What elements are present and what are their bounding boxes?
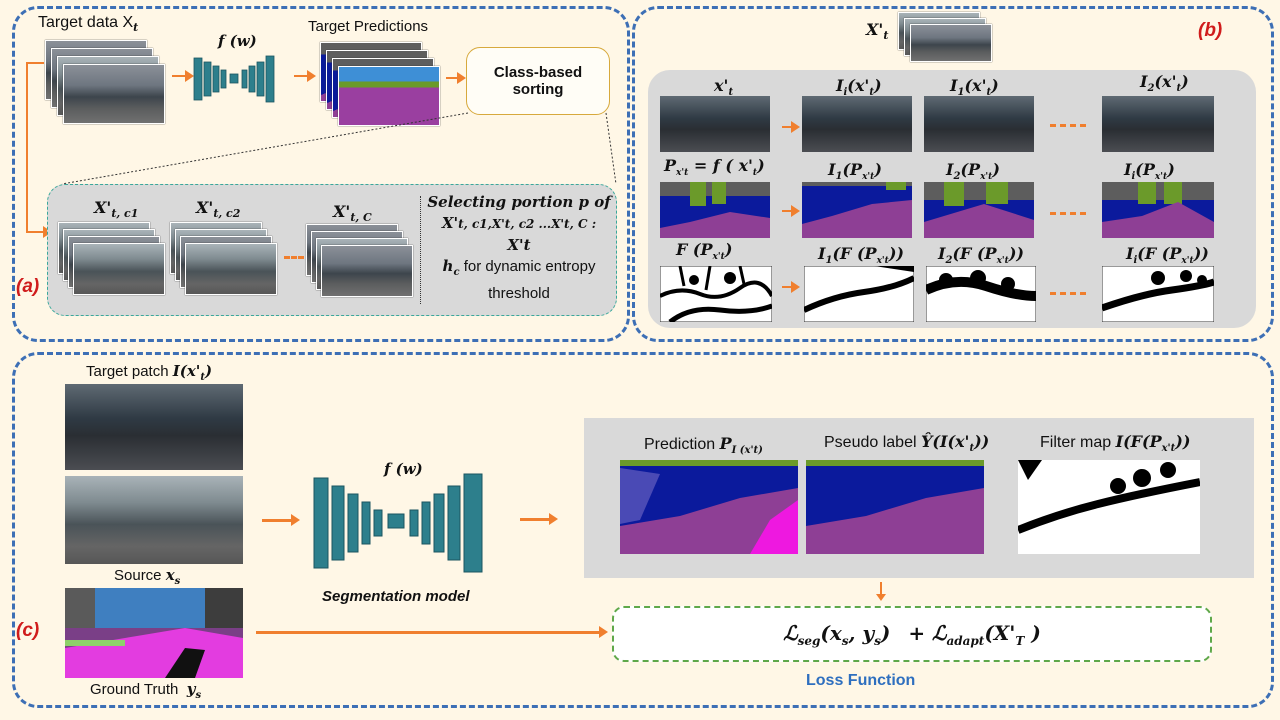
tag-c: (c) [16, 620, 40, 641]
selecting-text: Selecting portion p of X't, c1,X't, c2 .… [427, 193, 611, 302]
target-predictions-label: Target Predictions [308, 18, 429, 35]
arrow-data-to-net [172, 70, 194, 82]
b-r2-label-2: I2(Px't) [946, 160, 1000, 183]
connector-bottom [26, 226, 52, 238]
b-r1-img-2 [924, 96, 1034, 152]
b-r1-img-1 [802, 96, 912, 152]
ground-truth-label: Ground Truth ys [90, 680, 202, 701]
b-top-label: X't [866, 20, 889, 43]
b-r1-label-2: I1(x't) [950, 76, 999, 99]
b-r3-img-3 [1102, 266, 1214, 322]
tag-a: (a) [16, 276, 40, 297]
arrow-net-to-output [520, 513, 558, 525]
network-icon-a [193, 55, 275, 103]
b-r1-label-1: Ii(x't) [836, 76, 882, 99]
target-patch-label: Target patch I(x't) [86, 362, 213, 383]
arrow-gt-to-loss [256, 626, 608, 638]
panel-b [632, 6, 1274, 342]
b-r1-dash [1050, 124, 1086, 127]
arrow-output-to-loss [880, 582, 882, 596]
b-r3-label-0: F (Px't) [676, 240, 733, 263]
prediction-img [620, 460, 798, 554]
b-r3-label-2: I2(F (Px't)) [938, 244, 1024, 267]
b-r3-img-1 [804, 266, 914, 322]
b-r2-dash [1050, 212, 1086, 215]
connector-vertical [26, 62, 28, 232]
source-label: Source xs [114, 566, 181, 587]
source-img [65, 476, 243, 564]
network-icon-c [313, 473, 483, 573]
pseudo-label: Pseudo label Ŷ(I(x't)) [824, 432, 990, 455]
class-sorting-label: Class-based sorting [493, 64, 583, 98]
arrow-pred-to-sort [446, 72, 466, 84]
b-r2-img-2 [924, 182, 1034, 238]
b-r3-label-3: Ii(F (Px't)) [1126, 244, 1209, 267]
b-r3-dash [1050, 292, 1086, 295]
b-r2-arrow [782, 205, 800, 217]
panel-c [12, 352, 1274, 708]
ground-truth-img [65, 588, 243, 678]
loss-function-label: Loss Function [806, 672, 916, 689]
dotted-divider [420, 196, 421, 304]
prediction-label: Prediction PI (x't) [644, 434, 763, 457]
b-r2-label-1: I1(Px't) [828, 160, 882, 183]
connector-top [26, 62, 44, 64]
class-sorting-box: Class-based sorting [466, 47, 610, 115]
b-r2-img-0 [660, 182, 770, 238]
loss-box: ℒseg(xs, ys) + ℒadapt(X'T ) [612, 606, 1212, 662]
b-r3-img-0 [660, 266, 772, 322]
pseudo-label-img [806, 460, 984, 554]
loss-seg-term: ℒseg(xs, ys) [783, 620, 891, 648]
b-r1-img-3 [1102, 96, 1214, 152]
b-r3-img-2 [926, 266, 1036, 322]
class-col-label-2: X't, c2 [196, 198, 241, 221]
arrow-input-to-net [262, 514, 300, 526]
dash-between-classes [284, 256, 304, 259]
zoom-lines [61, 112, 617, 185]
fw-label-c: f (w) [384, 460, 423, 478]
tag-b: (b) [1198, 20, 1223, 41]
b-r3-arrow [782, 281, 800, 293]
b-r3-label-1: I1(F (Px't)) [818, 244, 904, 267]
loss-adapt-term: + ℒadapt(X'T ) [908, 620, 1041, 648]
b-r1-label-0: x't [714, 76, 734, 99]
b-r2-label-3: Ii(Px't) [1124, 160, 1175, 183]
class-col-label-1: X't, c1 [94, 198, 139, 221]
arrow-down-head [876, 594, 886, 601]
fw-label-a: f (w) [218, 32, 257, 50]
b-r1-label-3: I2(x't) [1140, 72, 1189, 95]
panel-a [12, 6, 630, 342]
class-col-label-3: X't, C [333, 202, 372, 225]
segmentation-model-label: Segmentation model [322, 588, 470, 605]
b-r2-label-0: Px't = f ( x't) [664, 156, 765, 179]
filter-map-img [1018, 460, 1200, 554]
b-r1-arrow [782, 121, 800, 133]
b-r2-img-3 [1102, 182, 1214, 238]
b-r2-img-1 [802, 182, 912, 238]
b-r1-img-0 [660, 96, 770, 152]
filter-map-label: Filter map I(F(Px't)) [1040, 432, 1191, 455]
target-patch-img [65, 384, 243, 470]
target-data-label: Target data Xt [38, 14, 139, 35]
arrow-net-to-pred [294, 70, 316, 82]
